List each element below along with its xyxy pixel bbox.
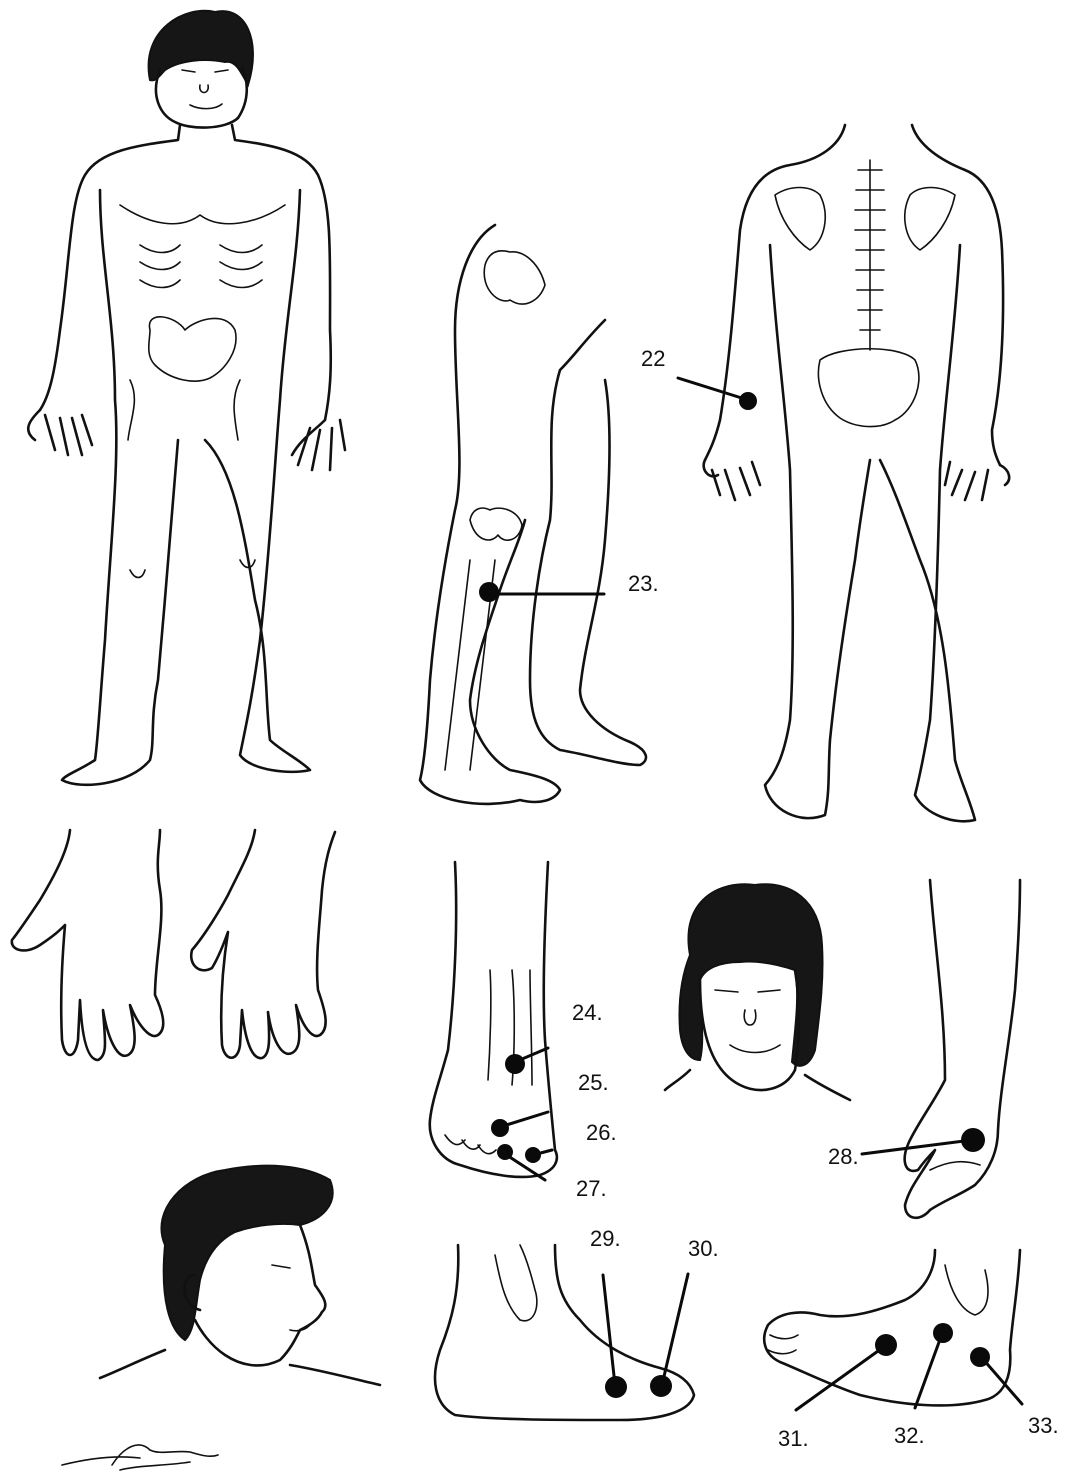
label-28: 28. (828, 1144, 859, 1169)
acupoint-dot-32 (933, 1323, 953, 1343)
side-leg-figure (420, 225, 646, 804)
label-31: 31. (778, 1426, 809, 1451)
marker-26: 26. (525, 1120, 617, 1163)
acupoint-dot-33 (970, 1347, 990, 1367)
marker-30: 30. (650, 1236, 719, 1397)
label-30: 30. (688, 1236, 719, 1261)
label-26: 26. (586, 1120, 617, 1145)
marker-32: 32. (894, 1323, 953, 1448)
label-33: 33. (1028, 1413, 1059, 1438)
hand-side-figure (905, 880, 1020, 1218)
leader-29 (603, 1275, 615, 1385)
label-27: 27. (576, 1176, 607, 1201)
label-22: 22 (641, 346, 665, 371)
hands-figure (12, 830, 335, 1060)
head-profile-figure (100, 1166, 380, 1385)
acupoint-dot-22 (739, 392, 757, 410)
acupoint-dot-28 (961, 1128, 985, 1152)
acupoint-dot-23 (479, 582, 499, 602)
leader-33 (982, 1358, 1022, 1404)
leader-31 (796, 1346, 885, 1410)
back-body-figure (704, 125, 1009, 821)
leader-32 (915, 1334, 942, 1408)
label-32: 32. (894, 1423, 925, 1448)
artist-signature (62, 1445, 218, 1470)
acupoint-dot-24 (505, 1054, 525, 1074)
label-29: 29. (590, 1226, 621, 1251)
face-front-figure (665, 884, 850, 1100)
marker-29: 29. (590, 1226, 627, 1398)
acupoint-dot-31 (875, 1334, 897, 1356)
marker-27: 27. (497, 1144, 607, 1201)
marker-28: 28. (828, 1128, 985, 1169)
label-25: 25. (578, 1070, 609, 1095)
marker-33: 33. (970, 1347, 1059, 1438)
marker-31: 31. (778, 1334, 897, 1451)
leader-28 (862, 1140, 972, 1154)
label-23: 23. (628, 571, 659, 596)
leader-22 (678, 378, 748, 400)
acupoint-dot-27 (497, 1144, 513, 1160)
marker-24: 24. (505, 1000, 603, 1074)
label-24: 24. (572, 1000, 603, 1025)
marker-22: 22 (641, 346, 757, 410)
front-body-figure (28, 11, 345, 785)
leader-30 (662, 1274, 688, 1385)
acupoint-dot-29 (605, 1376, 627, 1398)
foot-outer-figure (764, 1250, 1020, 1405)
acupoint-dot-25 (491, 1119, 509, 1137)
acupoint-dot-26 (525, 1147, 541, 1163)
acupoint-dot-30 (650, 1375, 672, 1397)
